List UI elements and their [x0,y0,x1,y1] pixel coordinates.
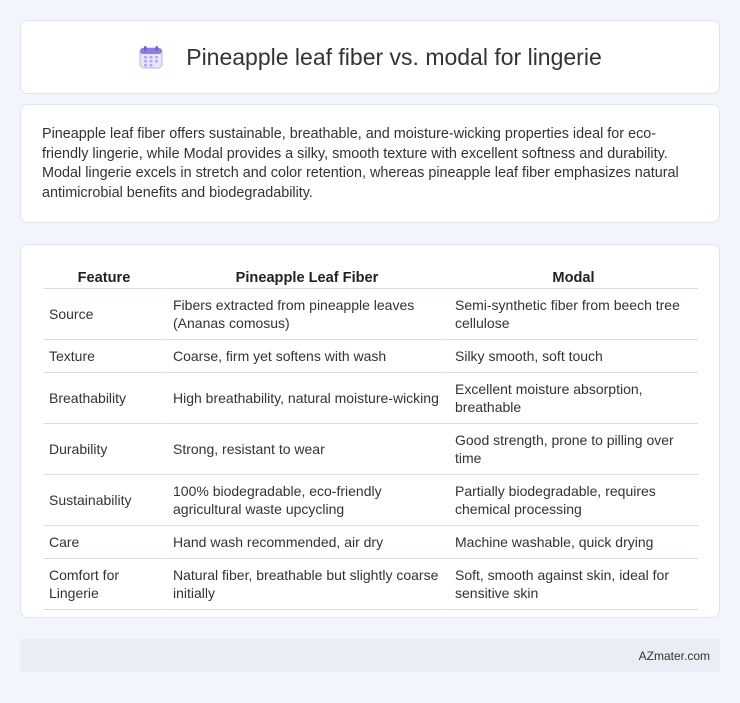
feature-cell: Sustainability [43,475,165,526]
summary-text: Pineapple leaf fiber offers sustainable,… [42,126,679,201]
pineapple-cell: Natural fiber, breathable but slightly c… [165,559,447,610]
modal-cell: Silky smooth, soft touch [447,340,698,373]
modal-cell: Excellent moisture absorption, breathabl… [447,373,698,424]
feature-cell: Care [43,526,165,559]
pineapple-cell: Coarse, firm yet softens with wash [165,340,447,373]
pineapple-cell: 100% biodegradable, eco-friendly agricul… [165,475,447,526]
calendar-icon [139,46,163,69]
table-row: Texture Coarse, firm yet softens with wa… [43,340,698,373]
feature-cell: Texture [43,340,165,373]
modal-cell: Semi-synthetic fiber from beech tree cel… [447,289,698,340]
feature-cell: Breathability [43,373,165,424]
pineapple-cell: High breathability, natural moisture-wic… [165,373,447,424]
column-header-feature: Feature [43,267,165,289]
table-row: Care Hand wash recommended, air dry Mach… [43,526,698,559]
table-row: Comfort for Lingerie Natural fiber, brea… [43,559,698,610]
table-row: Source Fibers extracted from pineapple l… [43,289,698,340]
pineapple-cell: Hand wash recommended, air dry [165,526,447,559]
footer: AZmater.com [20,639,720,672]
modal-cell: Good strength, prone to pilling over tim… [447,424,698,475]
comparison-card: Feature Pineapple Leaf Fiber Modal Sourc… [20,244,720,618]
pineapple-cell: Fibers extracted from pineapple leaves (… [165,289,447,340]
summary-card: Pineapple leaf fiber offers sustainable,… [20,104,720,223]
table-row: Breathability High breathability, natura… [43,373,698,424]
footer-brand: AZmater.com [638,648,710,663]
pineapple-cell: Strong, resistant to wear [165,424,447,475]
modal-cell: Machine washable, quick drying [447,526,698,559]
table-row: Durability Strong, resistant to wear Goo… [43,424,698,475]
feature-cell: Durability [43,424,165,475]
modal-cell: Partially biodegradable, requires chemic… [447,475,698,526]
table-header-row: Feature Pineapple Leaf Fiber Modal [43,267,698,289]
column-header-modal: Modal [447,267,698,289]
feature-cell: Comfort for Lingerie [43,559,165,610]
modal-cell: Soft, smooth against skin, ideal for sen… [447,559,698,610]
table-row: Sustainability 100% biodegradable, eco-f… [43,475,698,526]
title-card: Pineapple leaf fiber vs. modal for linge… [20,20,720,94]
page-title: Pineapple leaf fiber vs. modal for linge… [186,43,602,70]
feature-cell: Source [43,289,165,340]
comparison-table: Feature Pineapple Leaf Fiber Modal Sourc… [43,267,698,610]
column-header-pineapple: Pineapple Leaf Fiber [165,267,447,289]
